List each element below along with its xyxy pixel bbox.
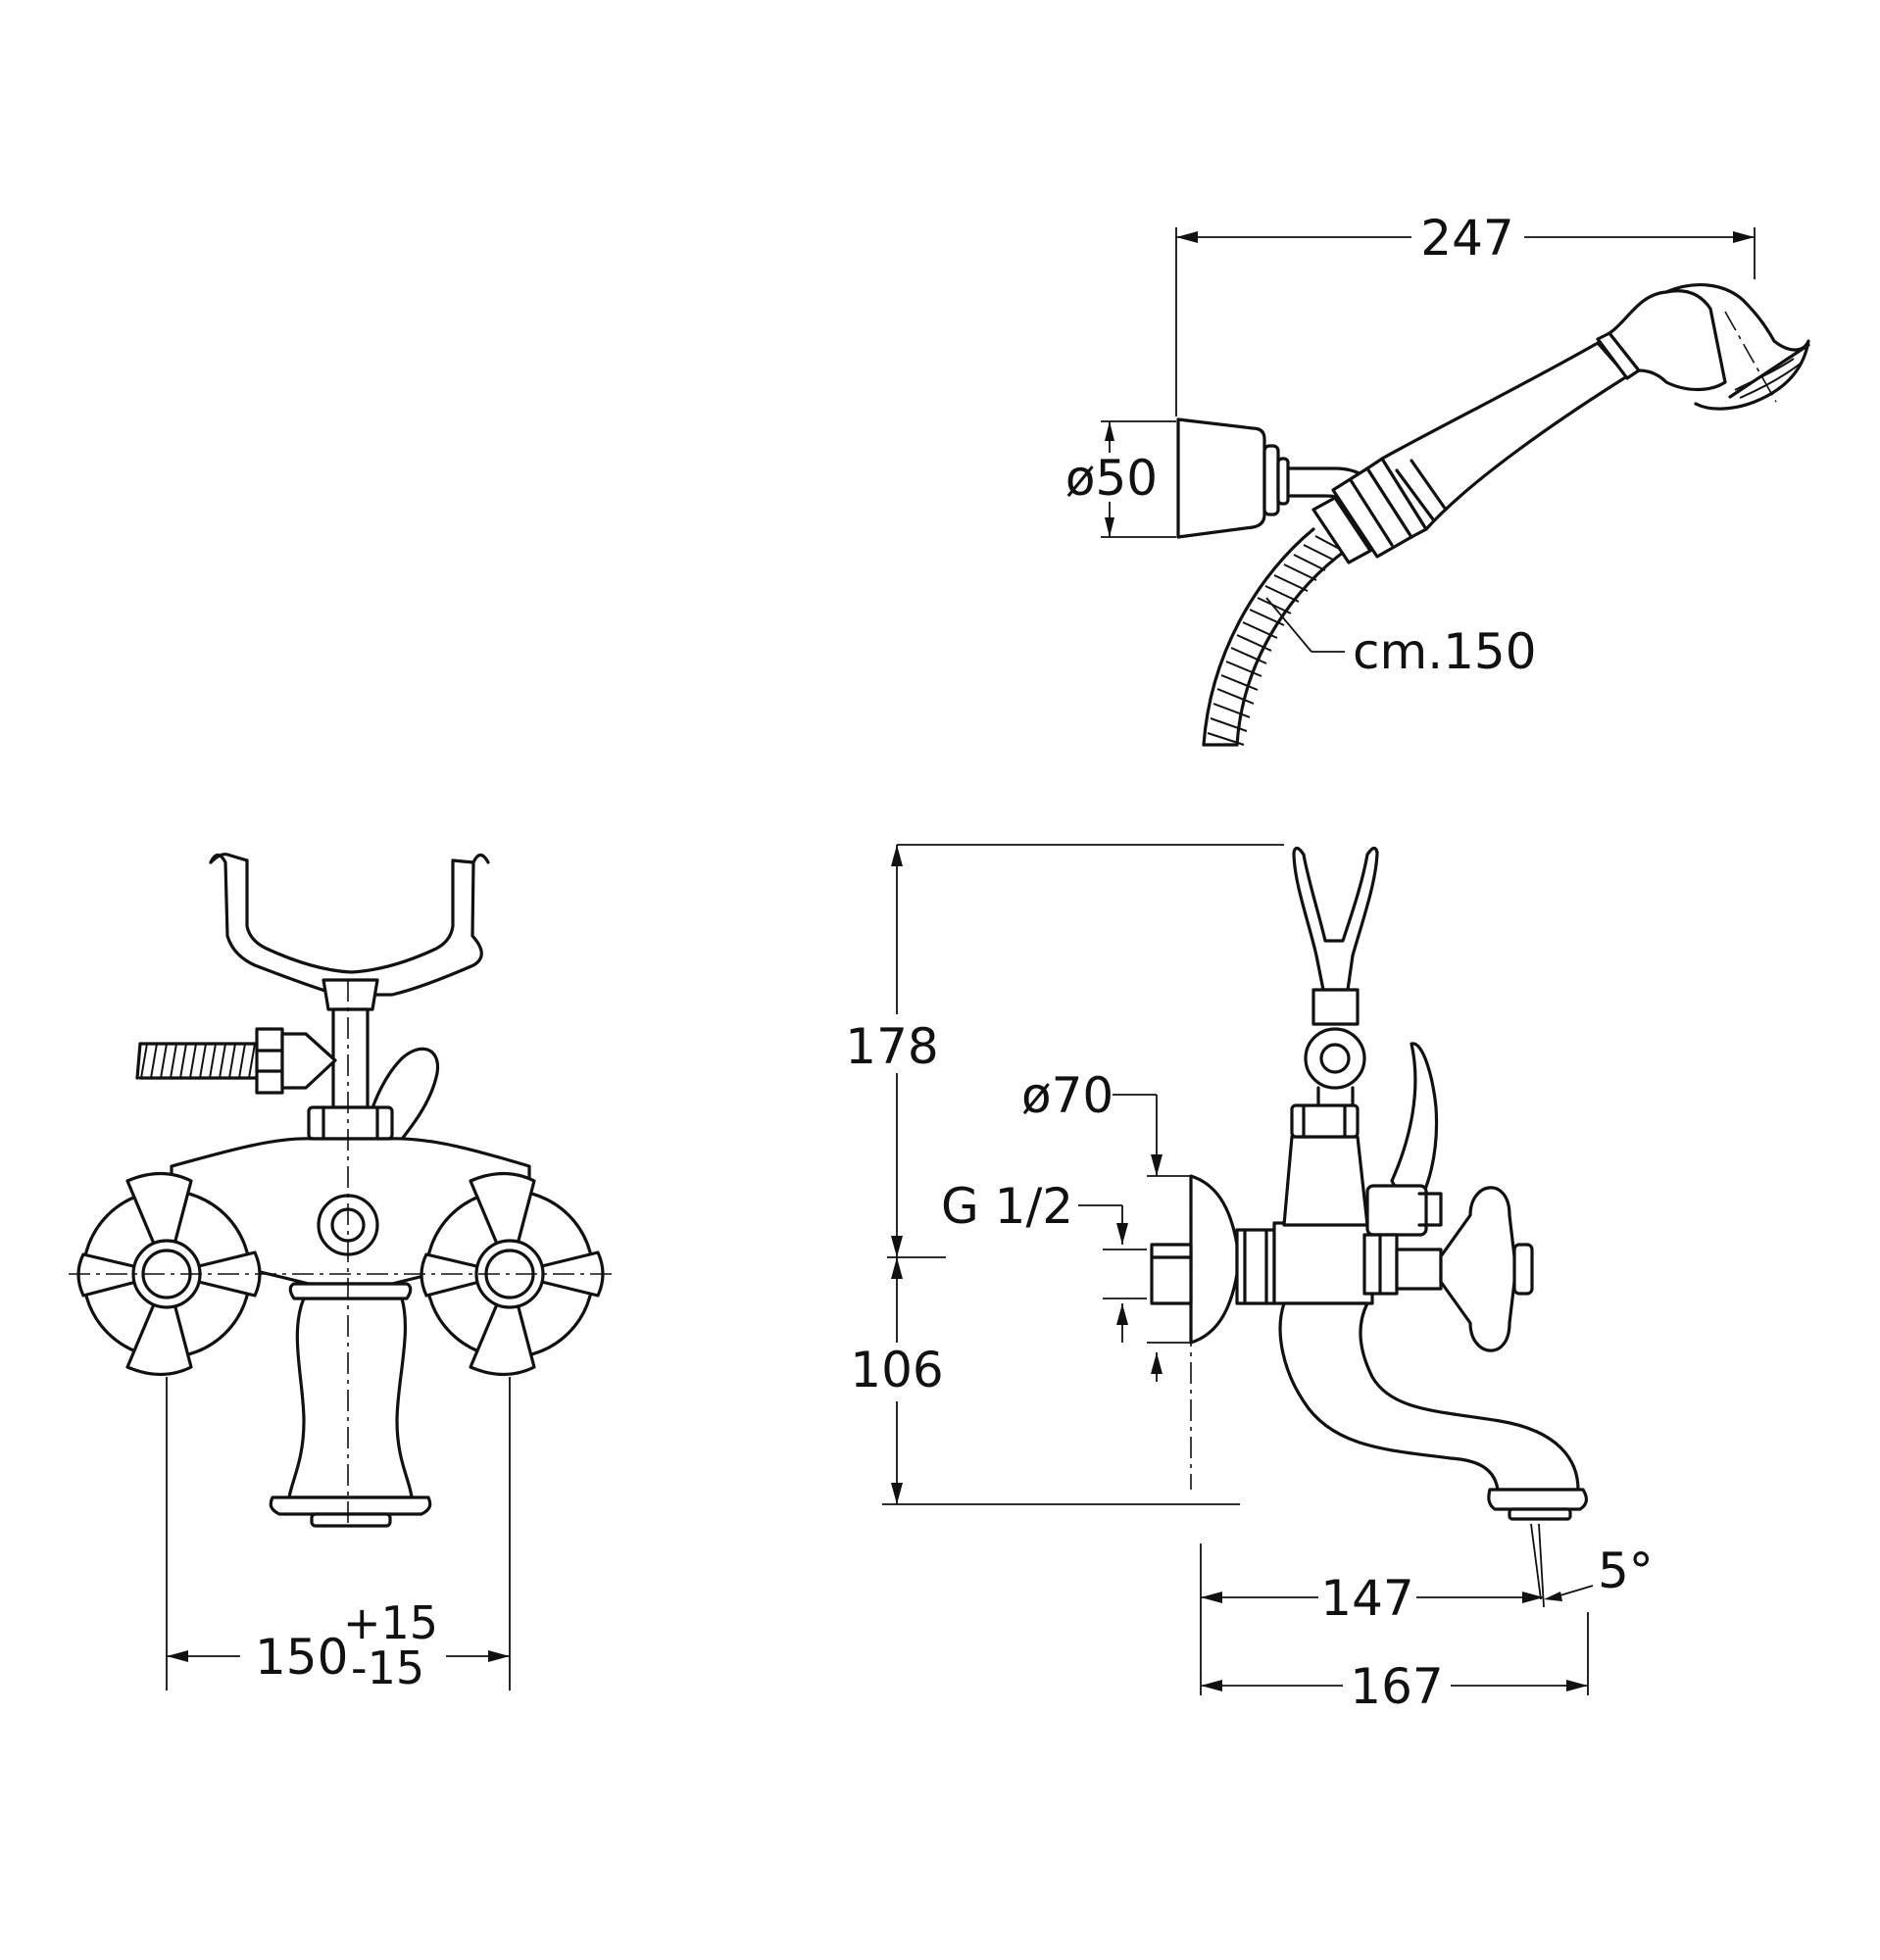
shower-head	[1608, 289, 1727, 392]
left-handle	[76, 1171, 262, 1377]
side-fork	[1292, 846, 1379, 992]
side-body	[1272, 1221, 1374, 1305]
hose-nut	[1311, 496, 1372, 564]
mixer-side-view: 178 106 ø70 G 1/2	[843, 844, 1654, 1715]
hand-shower-view: 247 ø50	[1065, 210, 1810, 747]
spout-front	[287, 1297, 414, 1499]
front-hose	[135, 1042, 259, 1080]
label-flange-diameter: ø70	[1021, 1067, 1113, 1124]
label-center-distance: 150	[255, 1629, 348, 1686]
label-spout-angle: 5°	[1598, 1543, 1654, 1599]
side-lever	[1390, 1042, 1439, 1217]
label-thread: G 1/2	[941, 1178, 1073, 1235]
mixer-front-view: 150 +15 -15	[69, 853, 618, 1694]
label-spout-reach: 147	[1320, 1570, 1413, 1627]
label-height-upper: 178	[845, 1018, 938, 1075]
shower-fork	[209, 853, 490, 997]
spout-side	[1278, 1301, 1580, 1492]
upper-nut	[307, 1105, 394, 1141]
hose	[1202, 527, 1350, 747]
wall-holder	[1176, 417, 1266, 539]
label-hose-length: cm.150	[1353, 623, 1537, 680]
label-height-lower: 106	[850, 1342, 943, 1398]
label-total-depth: 167	[1350, 1658, 1443, 1715]
label-shower-length: 247	[1420, 210, 1513, 267]
label-tolerance-plus: +15	[343, 1596, 438, 1649]
label-holder-diameter: ø50	[1065, 450, 1158, 507]
label-tolerance-minus: -15	[351, 1642, 424, 1694]
wall-flange	[1189, 1174, 1239, 1345]
hose-connector	[255, 1027, 284, 1095]
